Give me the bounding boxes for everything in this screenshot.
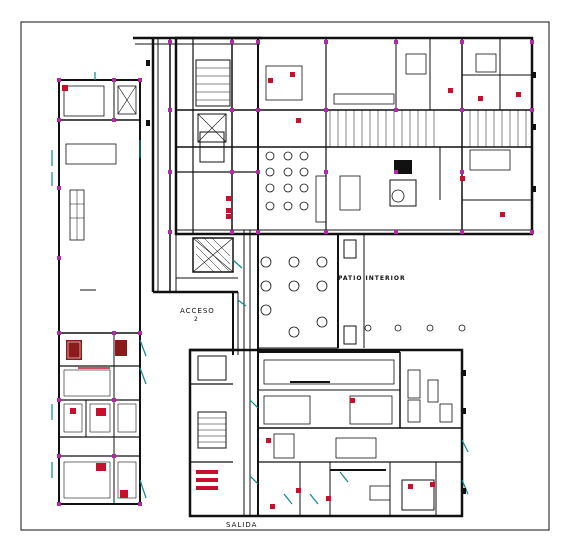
structural-columns — [57, 40, 534, 506]
dining-tables-upper — [260, 151, 405, 338]
left-wing — [58, 79, 141, 505]
lower-block-accents — [196, 470, 218, 490]
drawing-frame — [20, 21, 550, 531]
acceso-label: ACCESO — [180, 307, 215, 315]
lower-block — [188, 348, 464, 518]
patio-label: PATIO INTERIOR — [338, 275, 406, 282]
edge-ticks — [146, 60, 536, 494]
acceso-number: 2 — [194, 316, 199, 323]
patio — [257, 233, 365, 349]
fixture-marks — [226, 72, 521, 509]
salida-label: SALIDA — [226, 521, 257, 529]
upper-block — [174, 36, 534, 273]
door-swings — [51, 72, 469, 505]
patio-markers — [364, 324, 466, 332]
left-wing-accents — [62, 85, 128, 498]
hatch-bands — [195, 110, 527, 273]
